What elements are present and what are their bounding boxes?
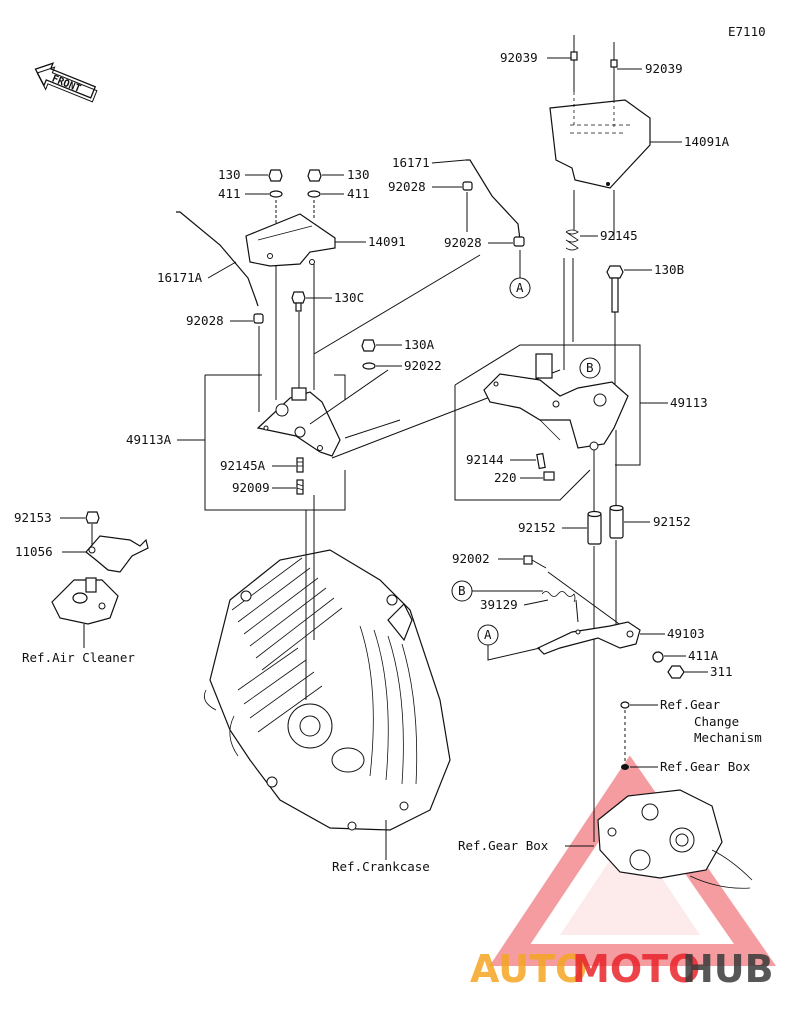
label-16171A: 16171A (157, 270, 203, 285)
part-130C-bolt (291, 291, 306, 312)
callout-A-bottom: A (477, 624, 541, 661)
callout-A-top: A (509, 250, 531, 299)
label-39129: 39129 (480, 597, 518, 612)
label-ref-gear-change-1: Ref.Gear (660, 697, 721, 712)
label-92028-left: 92028 (186, 313, 224, 328)
part-14091-cover (245, 213, 336, 267)
label-ref-crankcase: Ref.Crankcase (332, 859, 430, 874)
svg-text:A: A (484, 627, 492, 642)
label-130-left: 130 (218, 167, 241, 182)
ref-gear-change-point (620, 701, 630, 709)
part-11056-bracket (85, 535, 149, 573)
part-311-nut (667, 665, 685, 679)
label-ref-air-cleaner: Ref.Air Cleaner (22, 650, 135, 665)
label-92009: 92009 (232, 480, 270, 495)
part-92144-screw (536, 452, 546, 470)
part-92152-bushing-right (609, 504, 624, 539)
label-ref-gear-box-1: Ref.Gear Box (660, 759, 751, 774)
part-49113A-lever-plate (256, 387, 341, 457)
label-92144: 92144 (466, 452, 504, 467)
label-49103: 49103 (667, 626, 705, 641)
svg-text:A: A (516, 280, 524, 295)
part-92028-clip-left (253, 313, 264, 324)
part-49113-bracket (483, 353, 629, 451)
part-92028-clip-mid (513, 236, 525, 247)
callout-B-bottom: B (451, 580, 543, 602)
part-130-bolt-left (268, 169, 283, 182)
part-92009-screw (296, 479, 304, 495)
label-ref-gear-box-2: Ref.Gear Box (458, 838, 549, 853)
part-air-cleaner (51, 577, 119, 625)
label-311: 311 (710, 664, 733, 679)
front-arrow-icon: FRONT (34, 62, 98, 103)
label-92145: 92145 (600, 228, 638, 243)
label-92152-left: 92152 (518, 520, 556, 535)
part-92153-bolt (85, 511, 100, 524)
label-92022: 92022 (404, 358, 442, 373)
part-130-bolt-right (307, 169, 322, 182)
part-crankcase (203, 549, 451, 831)
part-130B-bolt (606, 265, 624, 313)
label-92153: 92153 (14, 510, 52, 525)
label-220: 220 (494, 470, 517, 485)
part-92028-clip-top (462, 181, 473, 191)
label-92039-left: 92039 (500, 50, 538, 65)
label-11056: 11056 (15, 544, 53, 559)
part-16171A-rod (176, 211, 259, 307)
svg-text:HUB: HUB (682, 947, 774, 991)
part-49113A-bracket-box (204, 374, 346, 511)
label-14091A: 14091A (684, 134, 730, 149)
svg-text:MOTO: MOTO (572, 947, 700, 991)
part-92039-pin-right (610, 42, 618, 100)
label-92145A: 92145A (220, 458, 266, 473)
part-49103-lever (536, 621, 641, 655)
svg-text:B: B (458, 583, 466, 598)
part-220-nut (543, 471, 555, 481)
part-92039-pin-left (570, 35, 578, 92)
part-92022-washer (362, 362, 376, 370)
label-411-left: 411 (218, 186, 241, 201)
svg-text:B: B (586, 360, 594, 375)
diagram-code: E7110 (728, 24, 766, 39)
part-411-washer-right (307, 190, 321, 198)
part-92152-bushing-left (587, 510, 602, 545)
part-gear-box (597, 789, 753, 889)
part-92002-pin (523, 555, 547, 569)
label-92028-top: 92028 (388, 179, 426, 194)
part-49113-bracket-box (454, 344, 641, 501)
label-ref-gear-change-2: Change (694, 714, 739, 729)
part-92145A-spring (296, 457, 304, 473)
label-130C: 130C (334, 290, 364, 305)
label-130B: 130B (654, 262, 684, 277)
label-16171: 16171 (392, 155, 430, 170)
part-92145-spring (565, 229, 579, 251)
part-130A-bolt (361, 339, 376, 352)
label-130A: 130A (404, 337, 435, 352)
part-411A-washer (652, 651, 664, 663)
watermark-logo: AUTO MOTO HUB (470, 947, 774, 991)
label-92039-right: 92039 (645, 61, 683, 76)
label-92028-mid: 92028 (444, 235, 482, 250)
label-92002: 92002 (452, 551, 490, 566)
label-14091: 14091 (368, 234, 406, 249)
label-92152-right: 92152 (653, 514, 691, 529)
label-411-right: 411 (347, 186, 370, 201)
part-16171-rod (466, 159, 521, 241)
label-411A: 411A (688, 648, 719, 663)
svg-text:AUTO: AUTO (470, 947, 587, 991)
label-ref-gear-change-3: Mechanism (694, 730, 762, 745)
part-14091A-cover (549, 92, 651, 189)
label-130-right: 130 (347, 167, 370, 182)
label-49113A: 49113A (126, 432, 172, 447)
callout-B-top: B (579, 357, 601, 379)
ref-gear-box-point (621, 764, 629, 770)
label-49113: 49113 (670, 395, 708, 410)
part-411-washer-left (269, 190, 283, 198)
part-39129-spring (541, 591, 576, 603)
